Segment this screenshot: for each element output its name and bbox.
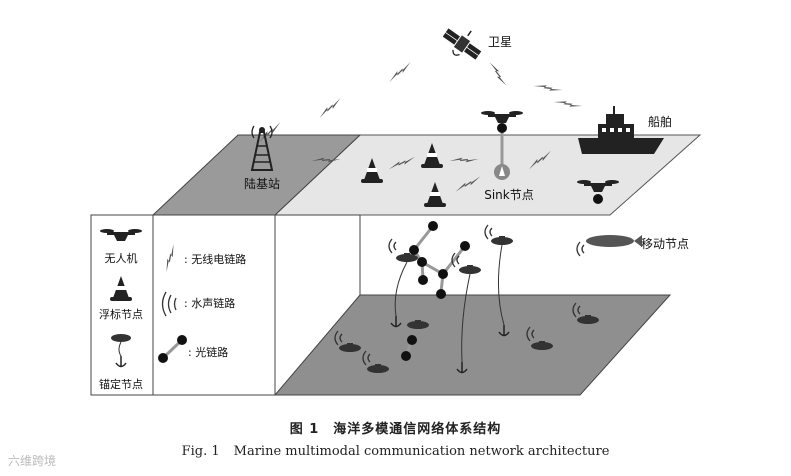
satellite-icon <box>442 28 482 60</box>
ship-label: 船舶 <box>648 114 672 129</box>
figure-title-en: Marine multimodal communication network … <box>233 444 610 459</box>
seabed <box>273 294 672 396</box>
legend-anchor-icon <box>111 334 131 342</box>
optical-node <box>593 194 603 204</box>
watermark: 六维跨境 <box>8 454 57 468</box>
mobile-node-label: 移动节点 <box>641 237 689 251</box>
figure-number-en: Fig. 1 <box>181 444 220 459</box>
figure-caption-en: Fig. 1 Marine multimodal communication ne… <box>0 444 791 459</box>
legend-buoy-label: 浮标节点 <box>99 307 143 321</box>
figure-title-cn: 海洋多模通信网络体系结构 <box>333 422 502 437</box>
land-station-label: 陆基站 <box>244 176 280 191</box>
legend-acoustic-label: : 水声链路 <box>184 296 235 310</box>
figure-number-cn: 图 1 <box>289 422 320 437</box>
legend-panel: 无人机 浮标节点 锚定节点 : 无线电链路 : 水声链路 : 光链路 <box>90 214 246 396</box>
legend-acoustic-icon <box>161 291 177 317</box>
anchored-nodes <box>388 224 513 374</box>
legend-radio-label: : 无线电链路 <box>184 252 246 266</box>
optical-node <box>497 123 507 133</box>
sink-node-label: Sink节点 <box>484 188 534 202</box>
legend-optical-icon <box>158 335 187 363</box>
satellite-label: 卫星 <box>488 35 512 49</box>
land-station-icon <box>250 125 274 171</box>
mobile-node-icon <box>576 235 642 257</box>
legend-optical-label: : 光链路 <box>188 345 228 359</box>
figure-caption-cn: 图 1 海洋多模通信网络体系结构 <box>0 418 791 437</box>
optical-nodes <box>401 221 470 361</box>
uav-icon <box>481 111 523 123</box>
legend-uav-label: 无人机 <box>105 251 138 265</box>
legend-anchor-label: 锚定节点 <box>99 377 143 391</box>
legend-radio-icon <box>159 243 181 273</box>
satellite-radio-links <box>255 59 583 143</box>
sink-node-icon <box>494 164 510 180</box>
ship-icon <box>578 106 664 154</box>
